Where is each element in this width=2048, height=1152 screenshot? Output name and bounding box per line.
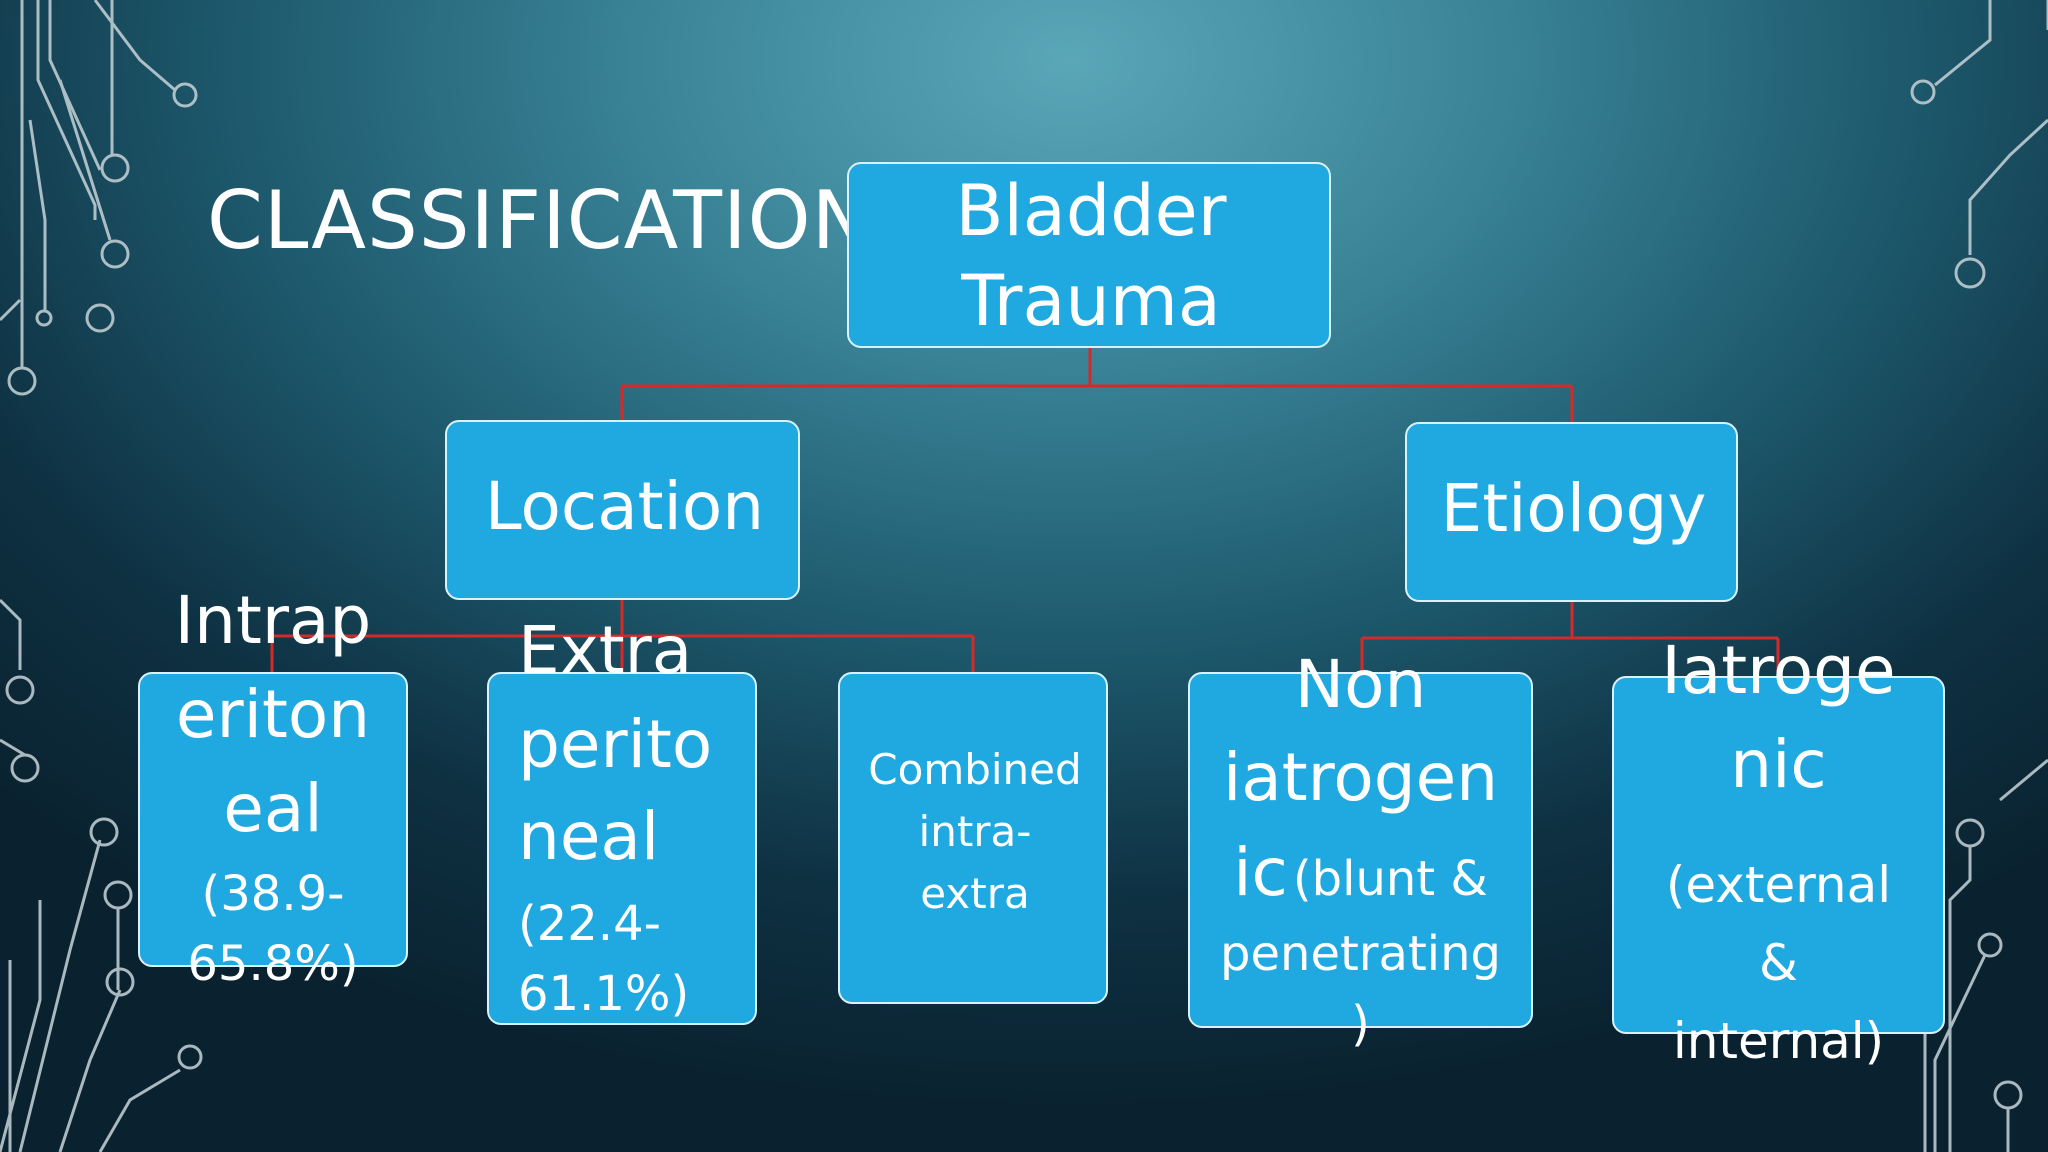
- node-combined: Combined intra- extra: [838, 672, 1108, 1004]
- intraperitoneal-line2: eriton: [175, 676, 371, 753]
- intraperitoneal-line1: Intrap: [174, 582, 372, 659]
- non-iatrogenic-line3: ic (blunt &: [1188, 832, 1533, 915]
- non-iatrogenic-line4: penetrating: [1220, 926, 1501, 982]
- node-intraperitoneal: [138, 672, 408, 967]
- extraperitoneal-line2: perito: [518, 706, 713, 783]
- extraperitoneal-line5: 61.1%): [518, 966, 690, 1022]
- non-iatrogenic-line1: Non: [1294, 646, 1427, 723]
- intraperitoneal-line4: (38.9-: [201, 866, 345, 922]
- non-iatrogenic-line2: iatrogen: [1222, 739, 1499, 816]
- iatrogenic-line3: (external: [1665, 856, 1892, 914]
- slide-title: CLASSIFICATION: [207, 174, 873, 267]
- node-iatrogenic: [1612, 676, 1945, 1034]
- intraperitoneal-line3: eal: [223, 770, 323, 847]
- non-iatrogenic-line3b: (blunt &: [1292, 851, 1488, 907]
- node-location: Location: [445, 420, 800, 600]
- node-location-label: Location: [484, 468, 765, 545]
- combined-line2: intra-: [918, 807, 1032, 856]
- non-iatrogenic-line5: ): [1351, 996, 1370, 1052]
- node-etiology-label: Etiology: [1440, 470, 1707, 547]
- node-bladder-trauma-line1: Bladder: [955, 170, 1227, 252]
- combined-line3: extra: [920, 869, 1030, 918]
- node-non-iatrogenic: [1188, 672, 1533, 1028]
- iatrogenic-line5: internal): [1672, 1012, 1885, 1070]
- iatrogenic-line4: &: [1759, 934, 1798, 992]
- node-etiology: Etiology: [1405, 422, 1738, 602]
- iatrogenic-line2: nic: [1730, 726, 1827, 803]
- iatrogenic-line1: Iatroge: [1661, 632, 1896, 709]
- extraperitoneal-line4: (22.4-: [518, 896, 661, 952]
- combined-line1: Combined: [868, 745, 1082, 794]
- extraperitoneal-line1: Extra: [518, 612, 693, 689]
- node-bladder-trauma: Bladder Trauma: [847, 162, 1331, 348]
- node-extraperitoneal: [487, 672, 757, 1025]
- non-iatrogenic-line3a: ic: [1233, 834, 1288, 911]
- extraperitoneal-line3: neal: [518, 798, 660, 875]
- intraperitoneal-line5: 65.8%): [187, 936, 359, 992]
- node-bladder-trauma-line2: Trauma: [961, 260, 1221, 342]
